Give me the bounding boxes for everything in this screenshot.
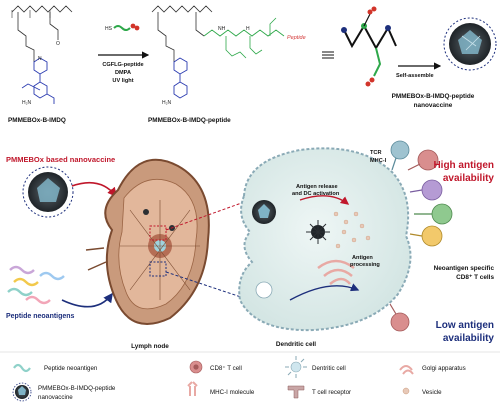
- neoantigen-cells-line1: Neoantigen specific: [434, 265, 495, 272]
- legend-nanovaccine-line1: PMMEBOx-B-IMDQ-peptide: [38, 385, 116, 392]
- tcr-icon: [287, 385, 305, 399]
- t-cell-icon: [189, 360, 203, 374]
- antigen-processing-line2: processing: [350, 262, 380, 268]
- antigen-release-line2: and DC activation: [292, 191, 340, 197]
- lymph-node-icon: [85, 158, 210, 325]
- dendritic-cell-label: Dendritic cell: [276, 341, 316, 348]
- legend-tcr: T cell receptor: [312, 389, 351, 396]
- t-cells-group: [389, 140, 453, 332]
- golgi-icon: [399, 365, 414, 375]
- lymph-node-label: Lymph node: [131, 343, 169, 350]
- peptide-icon: [25, 295, 51, 305]
- amine-label-2: H₂N: [162, 100, 172, 106]
- compound-1-structure: H₂N N O: [11, 5, 73, 106]
- legend-nanovaccine-line2: nanovaccine: [38, 394, 73, 401]
- legend-golgi: Golgi apparatus: [422, 365, 466, 372]
- t-cell-icon: [409, 225, 443, 247]
- biology-diagram: PMMEBOx based nanovaccine Peptide neoant…: [6, 140, 495, 350]
- polymer-chain-icon: [11, 5, 73, 13]
- legend-vesicle: Vesicle: [422, 389, 442, 396]
- t-cell-icon: [409, 179, 443, 201]
- amine-label: H₂N: [22, 100, 32, 106]
- red-arrow-to-node: [71, 181, 118, 198]
- peptide-icon: [13, 277, 39, 287]
- high-availability-line1: High antigen: [433, 160, 494, 171]
- tcr-label: TCR: [370, 150, 382, 156]
- n-label: N: [38, 56, 42, 62]
- legend-mhc: MHC-I molecule: [210, 389, 255, 396]
- high-availability-line2: availability: [443, 173, 495, 184]
- nanovaccine-title: PMMEBOx based nanovaccine: [6, 155, 115, 164]
- reagent-2: DMPA: [115, 70, 131, 76]
- mhc-label: MHC-I: [370, 158, 387, 164]
- t-cell-icon: [407, 149, 439, 171]
- peptide-icon: [113, 25, 131, 31]
- hs-label: HS: [105, 26, 113, 32]
- t-cell-icon: [414, 203, 453, 225]
- antigen-processing-line1: Antigen: [352, 255, 373, 261]
- peptide-neoantigens-label: Peptide neoantigens: [6, 313, 75, 320]
- peptide-icon: [7, 287, 33, 297]
- low-availability-line2: availability: [443, 333, 495, 344]
- nh-label: NH: [218, 26, 226, 32]
- self-assemble-label: Self-assemble: [396, 73, 434, 79]
- peptide-neoantigens-group: [7, 265, 65, 305]
- low-availability-line1: Low antigen: [436, 320, 494, 331]
- reaction-arrow-1: HS CGFLG-peptide DMPA UV light: [98, 23, 150, 84]
- mhc-icon: [187, 381, 198, 396]
- legend-peptide-neoantigen: Peptide neoantigen: [44, 365, 98, 372]
- polymer-chain-icon: [151, 5, 213, 13]
- chemistry-scheme: H₂N N O PMMEBOx-B-IMDQ HS CGFLG-peptide …: [8, 5, 497, 124]
- o-label: O: [56, 41, 60, 47]
- reagent-1: CGFLG-peptide: [102, 62, 143, 68]
- compound-3-label-line1: PMMEBOx-B-IMDQ-peptide: [392, 93, 475, 100]
- compound-1-label: PMMEBOx-B-IMDQ: [8, 117, 66, 124]
- dendritic-cell-icon: [238, 147, 412, 332]
- t-cell-icon: [389, 303, 410, 332]
- navy-arrow-to-node: [61, 292, 113, 308]
- legend-dendritic-cell: Dentritic cell: [312, 365, 346, 372]
- legend: Peptide neoantigen CD8⁺ T cell Dentritic…: [0, 351, 500, 402]
- peptide-icon: [39, 271, 65, 281]
- compound-2-structure: H₂N NH H Peptide: [151, 5, 306, 106]
- polymer-cartoon: [341, 6, 397, 87]
- vesicle-icon: [402, 387, 410, 395]
- nanoparticle-icon: [443, 17, 497, 71]
- t-cell-icon: [390, 140, 410, 171]
- reagent-3: UV light: [112, 78, 133, 84]
- antigen-release-line1: Antigen release: [296, 184, 338, 190]
- peptide-tag: Peptide: [287, 35, 306, 41]
- h-label: H: [246, 26, 250, 32]
- compound-2-label: PMMEBOx-B-IMDQ-peptide: [148, 117, 231, 124]
- nanoparticle-icon: [12, 382, 32, 402]
- dendritic-cell-icon: [285, 356, 307, 378]
- peptide-icon: [13, 363, 31, 373]
- golgi-icon: [317, 259, 355, 285]
- legend-cd8-t-cell: CD8⁺ T cell: [210, 365, 242, 372]
- equivalence-sign: [322, 51, 334, 59]
- compound-3-label-line2: nanovaccine: [414, 102, 453, 109]
- neoantigen-cells-line2: CD8⁺ T cells: [456, 274, 494, 281]
- nanoparticle-icon: [22, 166, 74, 218]
- peptide-icon: [9, 265, 35, 275]
